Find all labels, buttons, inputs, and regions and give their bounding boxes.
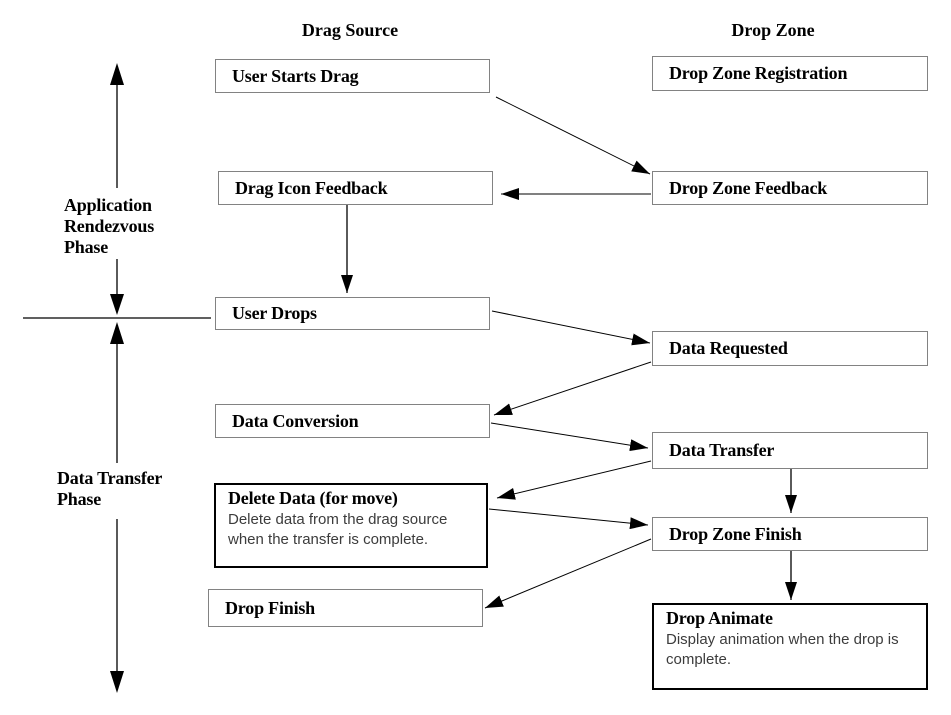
edge-user-drops-to-data-requested xyxy=(491,310,651,346)
drop-zone-column-header: Drop Zone xyxy=(731,20,815,40)
node-drop-animate: Drop Animate Display animation when the … xyxy=(652,603,928,690)
edge-data-conversion-to-data-transfer xyxy=(490,422,649,452)
node-title: Drop Zone Registration xyxy=(669,63,848,83)
node-title: Data Requested xyxy=(669,338,788,358)
node-title: Delete Data (for move) xyxy=(228,488,398,508)
node-title: Data Conversion xyxy=(232,410,359,431)
drag-source-column-header: Drag Source xyxy=(301,20,399,40)
application-rendezvous-phase-label: Application Rendezvous Phase xyxy=(64,195,155,257)
node-data-conversion: Data Conversion xyxy=(215,404,490,438)
node-title: Data Transfer xyxy=(669,440,775,460)
node-title: Drop Animate xyxy=(666,608,773,628)
node-user-starts-drag: User Starts Drag xyxy=(215,59,490,93)
edge-delete-data-to-drop-zone-finish xyxy=(488,508,649,530)
edge-data-requested-to-data-conversion xyxy=(493,361,652,416)
node-drag-icon-feedback: Drag Icon Feedback xyxy=(218,171,493,205)
node-title: User Starts Drag xyxy=(232,65,359,86)
node-delete-data: Delete Data (for move) Delete data from … xyxy=(214,483,488,568)
node-title: Drop Zone Feedback xyxy=(669,177,828,198)
node-title: Drop Finish xyxy=(225,597,315,618)
edge-data-transfer-to-delete-data xyxy=(496,460,652,500)
node-description: Delete data from the drag source when th… xyxy=(228,511,448,548)
edge-drop-zone-finish-to-drop-finish xyxy=(484,538,652,609)
node-user-drops: User Drops xyxy=(215,297,490,330)
node-drop-finish: Drop Finish xyxy=(208,589,483,627)
data-transfer-phase-label: Data Transfer Phase xyxy=(57,468,163,509)
node-description: Display animation when the drop is compl… xyxy=(666,631,899,668)
node-drop-zone-finish: Drop Zone Finish xyxy=(652,517,928,551)
node-title: Drag Icon Feedback xyxy=(235,177,388,198)
application-rendezvous-phase-arrow xyxy=(110,63,124,315)
node-data-requested: Data Requested xyxy=(652,331,928,366)
node-title: Drop Zone Finish xyxy=(669,523,802,544)
edge-user-starts-drag-to-drop-zone-feedback xyxy=(495,96,651,175)
node-data-transfer: Data Transfer xyxy=(652,432,928,469)
node-drop-zone-feedback: Drop Zone Feedback xyxy=(652,171,928,205)
node-title: User Drops xyxy=(232,303,317,323)
node-drop-zone-registration: Drop Zone Registration xyxy=(652,56,928,91)
